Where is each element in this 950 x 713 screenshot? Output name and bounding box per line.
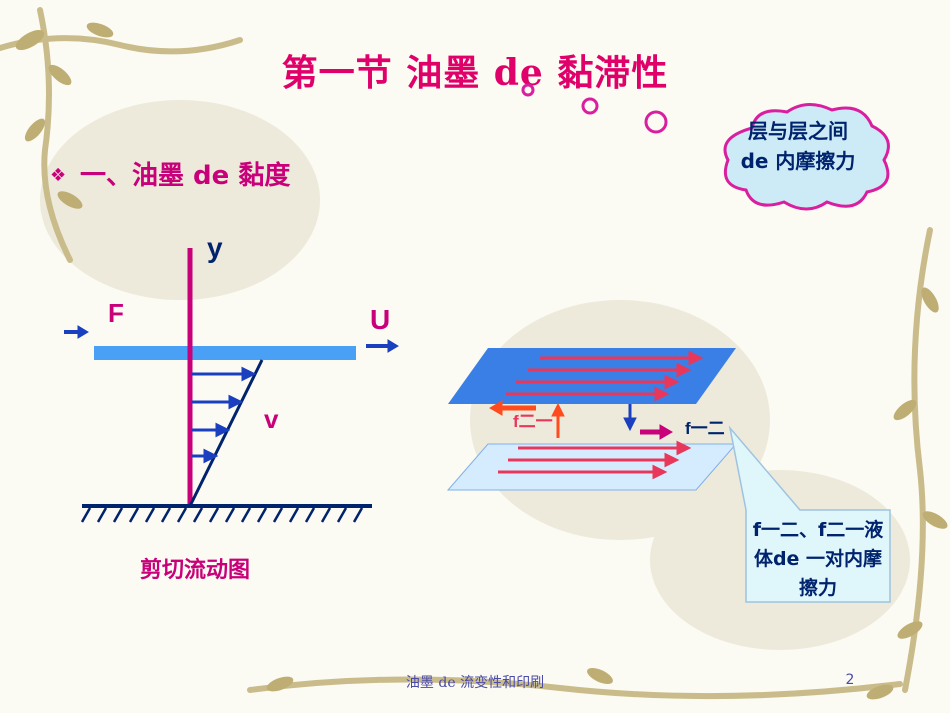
callout-box [728, 425, 891, 603]
decorative-circles [521, 83, 668, 134]
label-U: U [370, 304, 391, 335]
label-v: v [264, 404, 279, 434]
upper-layer [448, 348, 736, 404]
slide-title: 第一节 油墨 de 黏滞性 [281, 52, 669, 94]
velocity-arrows [192, 366, 257, 464]
page-number: 2 [845, 672, 855, 688]
velocity-u-arrow-icon [366, 339, 399, 353]
label-f21: f二一 [513, 412, 553, 431]
moving-plate [94, 346, 356, 360]
upper-flow-arrows [506, 350, 704, 402]
slide-footer: 油墨 de 流变性和印刷 [405, 675, 545, 691]
cloud-shape [723, 103, 890, 211]
lower-flow-arrows [498, 440, 692, 480]
force-arrow-icon [64, 325, 89, 339]
diagram-caption: 剪切流动图 [140, 558, 251, 583]
magenta-right-arrow-icon [640, 424, 673, 440]
bullet-text: 一、油墨 de 黏度 [80, 161, 291, 191]
layer-friction-diagram [446, 348, 891, 603]
callout-text: f一二、f二一液体de 一对内摩擦力 [752, 519, 884, 599]
lower-layer [446, 443, 738, 491]
label-f12: f一二 [685, 419, 725, 438]
orange-force-arrow-icon [489, 400, 565, 438]
label-y: y [207, 232, 223, 263]
ground-hatch [80, 507, 364, 523]
blue-down-arrow-icon [623, 404, 637, 432]
label-F: F [108, 298, 124, 328]
bullet-diamond-icon: ❖ [50, 165, 67, 186]
cloud-text: 层与层之间 de 内摩擦力 [740, 119, 856, 173]
velocity-profile-line [188, 359, 264, 507]
shear-flow-diagram [64, 248, 399, 523]
